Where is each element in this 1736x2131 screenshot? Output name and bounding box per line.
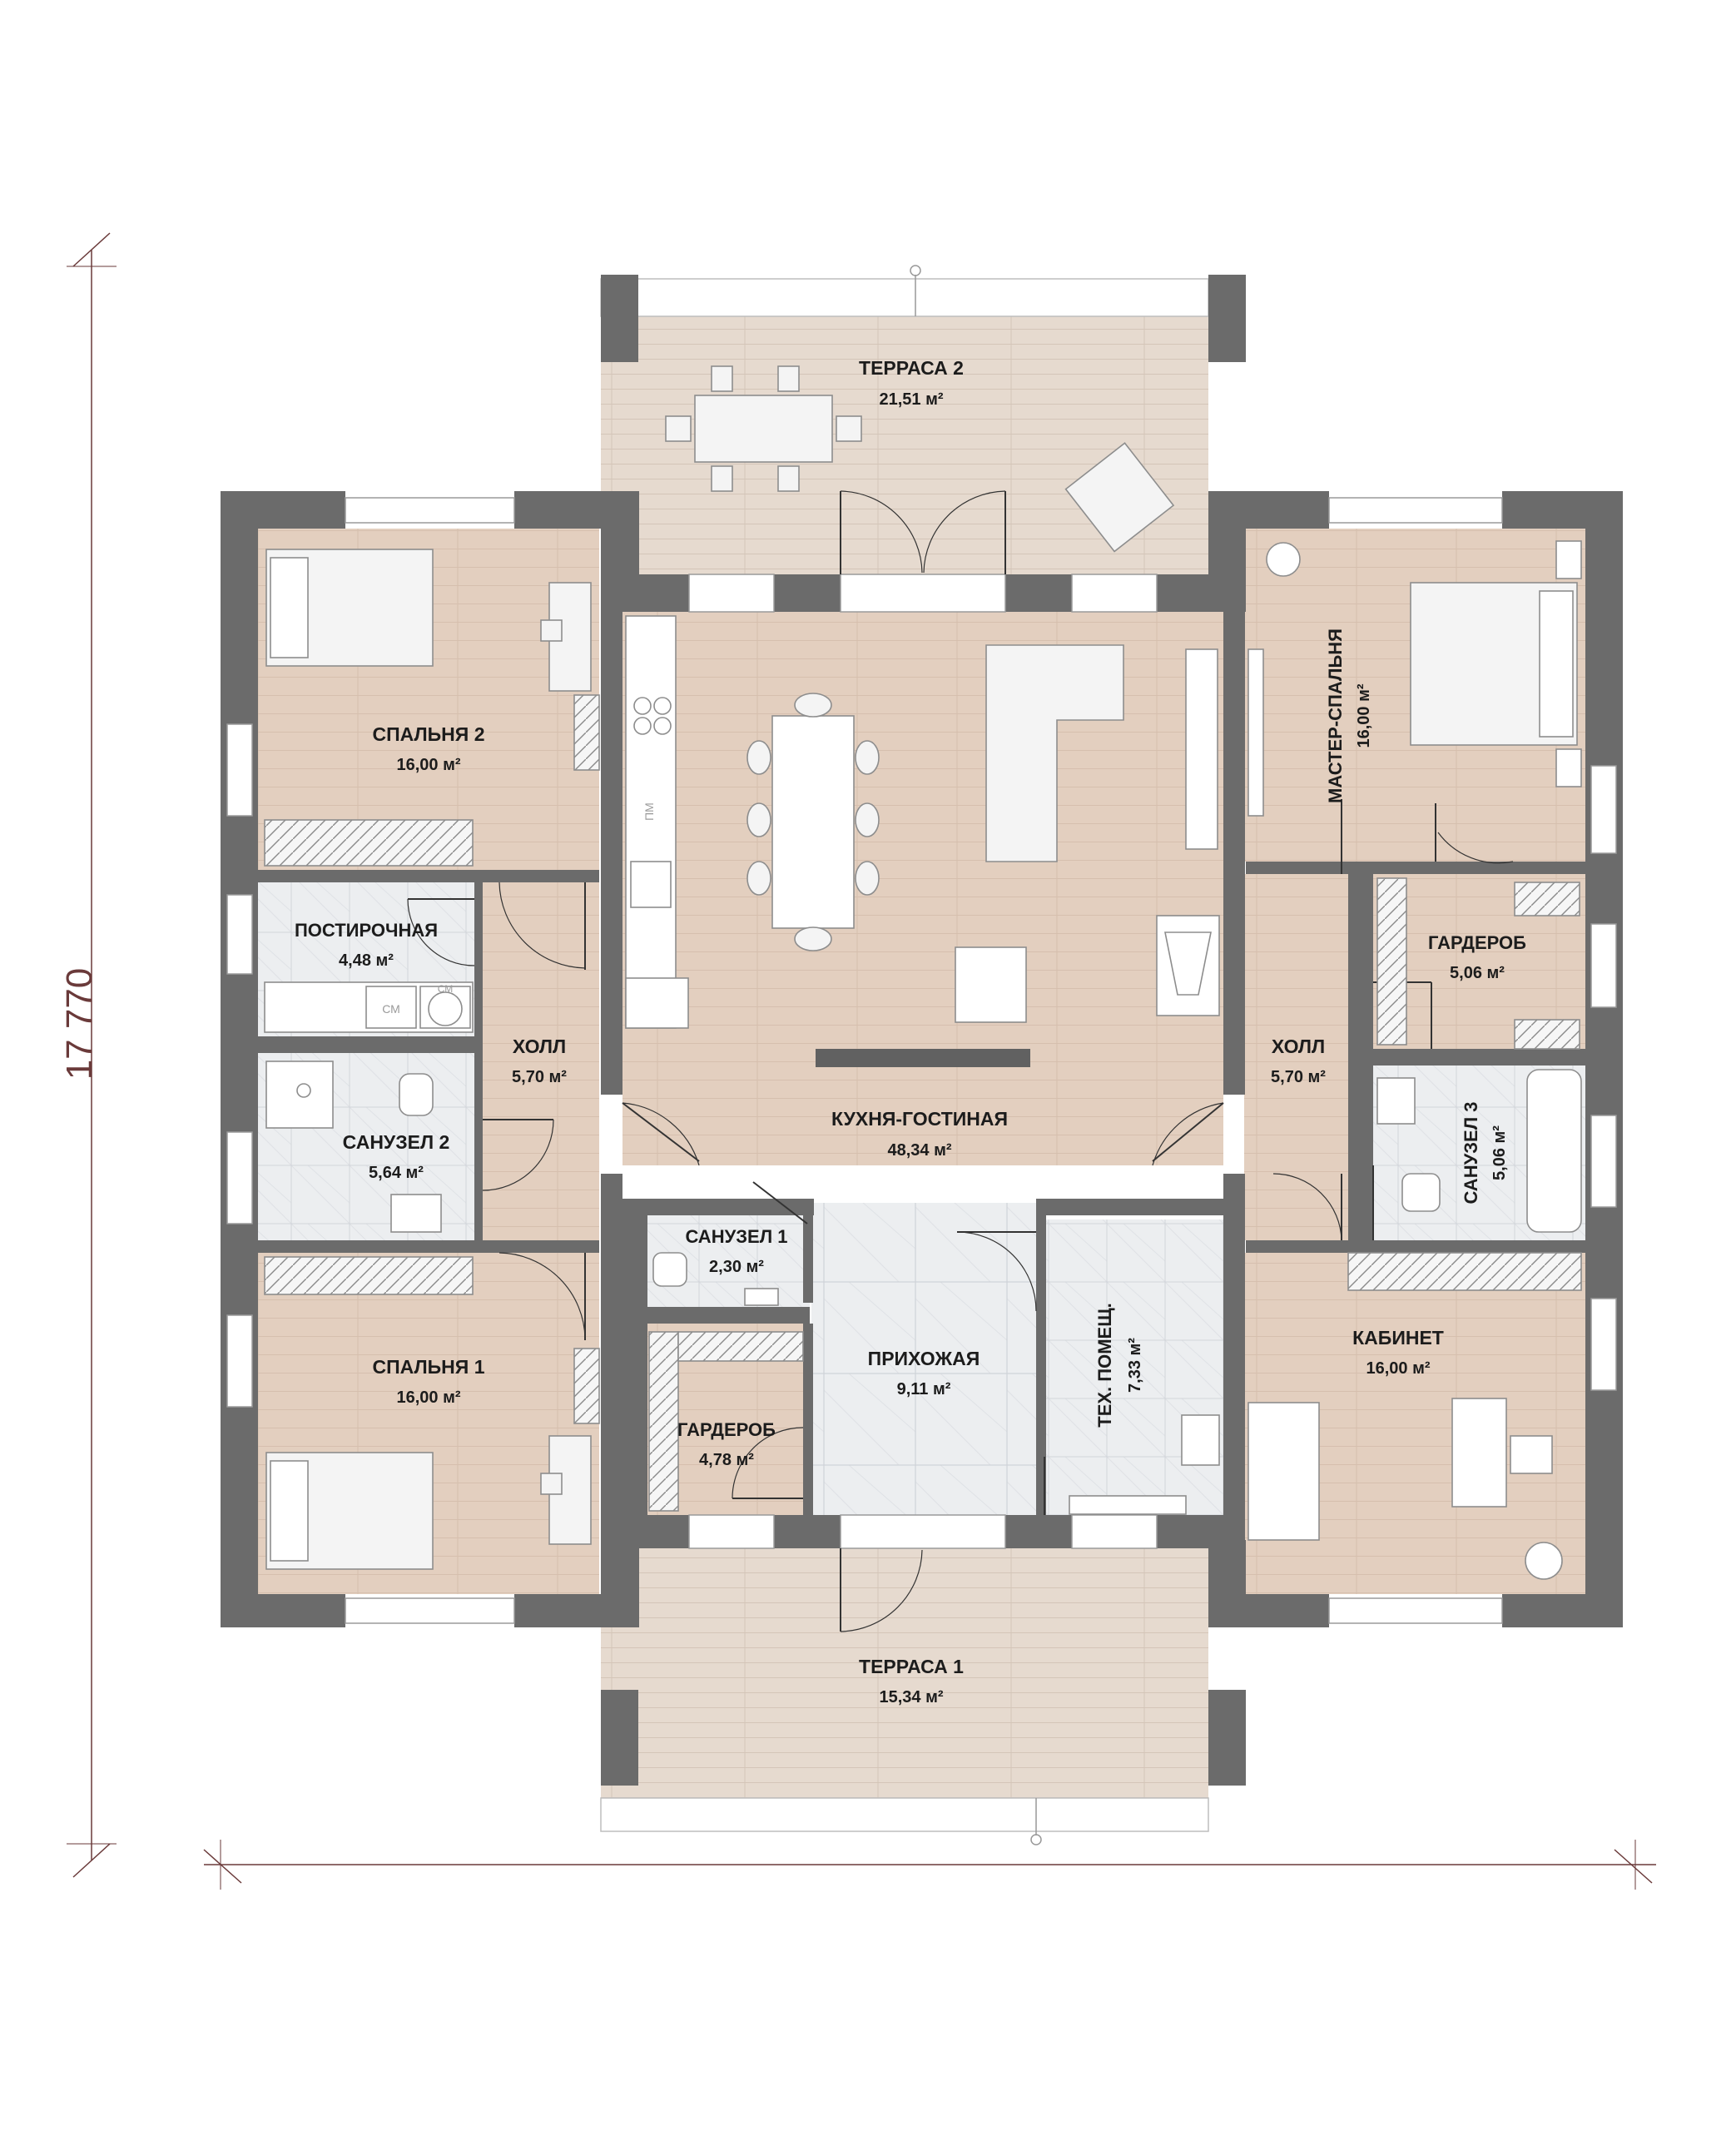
height-dimension-label: 17 770 (59, 968, 100, 1080)
sofa (985, 644, 1124, 862)
wardrobe2-name: ГАРДЕРОБ (1428, 932, 1526, 953)
hall-left-floor (483, 882, 599, 1240)
walls (221, 275, 1623, 1786)
hall-right-area: 5,70 м² (1271, 1068, 1326, 1086)
master-bedroom-area: 16,00 м² (1355, 683, 1373, 748)
terrace2-area: 21,51 м² (879, 390, 943, 409)
kitchen-counter (625, 615, 677, 1029)
terrace1-name: ТЕРРАСА 1 (859, 1656, 964, 1677)
dimension-vertical: 17 770 (59, 232, 117, 1878)
bedroom1-name: СПАЛЬНЯ 1 (372, 1356, 484, 1378)
hall-right-name: ХОЛЛ (1272, 1036, 1325, 1057)
laundry-name: ПОСТИРОЧНАЯ (295, 920, 438, 941)
entrance-area: 9,11 м² (897, 1380, 951, 1398)
terrace1-area: 15,34 м² (879, 1688, 943, 1706)
master-bedroom-name: МАСТЕР-СПАЛЬНЯ (1325, 628, 1346, 803)
room-labels: ТЕРРАСА 2 21,51 м² СПАЛЬНЯ 2 16,00 м² ПО… (295, 357, 1526, 1706)
hall-left-name: ХОЛЛ (513, 1036, 566, 1057)
hall-left-area: 5,70 м² (512, 1068, 567, 1086)
armchair (955, 946, 1027, 1023)
hall-right-floor (1244, 874, 1348, 1240)
entrance-floor (811, 1203, 1036, 1515)
tech-room-name: ТЕХ. ПОМЕЩ. (1094, 1303, 1115, 1427)
bath3-name: САНУЗЕЛ 3 (1461, 1101, 1481, 1204)
kitchen-living-area: 48,34 м² (887, 1141, 951, 1160)
dining-table (771, 715, 855, 929)
desk (1451, 1398, 1507, 1508)
partition (816, 1049, 1030, 1067)
bedroom1-area: 16,00 м² (396, 1388, 460, 1407)
dishwasher-label: ПМ (642, 802, 656, 821)
bathtub (1526, 1069, 1582, 1233)
wardrobe2-area: 5,06 м² (1450, 964, 1505, 982)
dryer-label: СМ (438, 983, 454, 995)
entrance-name: ПРИХОЖАЯ (868, 1348, 980, 1369)
bedroom2-name: СПАЛЬНЯ 2 (372, 723, 484, 745)
terrace1-floor (601, 1548, 1208, 1798)
kitchen-living-name: КУХНЯ-ГОСТИНАЯ (831, 1108, 1008, 1130)
laundry-area: 4,48 м² (339, 951, 394, 970)
terrace-table (694, 395, 833, 463)
kitchen-floor (622, 612, 1223, 1165)
bath1-name: САНУЗЕЛ 1 (685, 1226, 787, 1247)
bath1-area: 2,30 м² (709, 1258, 764, 1276)
terrace2-name: ТЕРРАСА 2 (859, 357, 964, 379)
office-sofa (1247, 1402, 1320, 1541)
office-name: КАБИНЕТ (1352, 1327, 1444, 1349)
tech-room-area: 7,33 м² (1126, 1338, 1144, 1393)
bath2-name: САНУЗЕЛ 2 (343, 1131, 450, 1153)
wardrobe1-area: 4,78 м² (699, 1451, 754, 1469)
tech-floor (1044, 1219, 1223, 1519)
furniture (264, 365, 1582, 1580)
bedroom2-area: 16,00 м² (396, 756, 460, 774)
washer (365, 986, 417, 1029)
washer-label: СМ (382, 1002, 400, 1016)
office-area: 16,00 м² (1366, 1359, 1430, 1378)
windows (226, 497, 1617, 1624)
wardrobe1-name: ГАРДЕРОБ (677, 1419, 776, 1440)
bath2-area: 5,64 м² (369, 1164, 424, 1182)
bath3-area: 5,06 м² (1490, 1125, 1509, 1180)
fireplace (1156, 915, 1220, 1016)
